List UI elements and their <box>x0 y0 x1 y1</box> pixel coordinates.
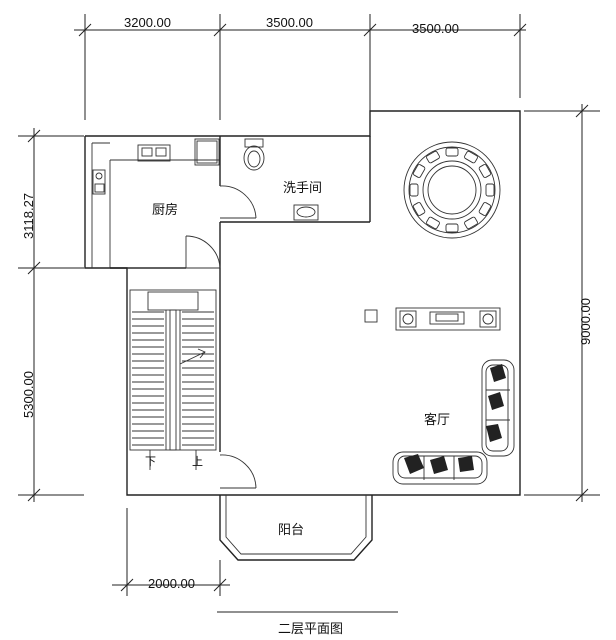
living-room-label: 客厅 <box>424 412 450 428</box>
stair-down-label: 下 <box>145 455 156 468</box>
dining-chair <box>464 150 478 164</box>
balcony-label: 阳台 <box>278 523 304 538</box>
kitchen-label: 厨房 <box>152 202 178 218</box>
dimension-bottom-1: 2000.00 <box>148 576 195 591</box>
round-dining-table <box>403 141 501 239</box>
dimension-left-2: 5300.00 <box>21 371 36 418</box>
left-dimension-lines <box>18 128 84 502</box>
washroom-label: 洗手间 <box>283 181 322 196</box>
dining-chair <box>409 183 419 197</box>
dining-chair <box>412 202 426 216</box>
dimension-top-3: 3500.00 <box>412 21 459 36</box>
dining-chair <box>445 223 459 233</box>
toilet-icon <box>243 138 265 171</box>
kitchen-fridge <box>194 138 220 166</box>
washbasin-icon <box>293 204 319 221</box>
dining-chair <box>485 183 495 197</box>
dimension-left-1: 3118.27 <box>21 193 36 239</box>
kitchen-sink <box>92 169 106 195</box>
right-dimension-lines <box>524 104 600 502</box>
doors <box>185 185 257 489</box>
staircase <box>129 289 217 470</box>
kitchen-stove <box>137 144 171 162</box>
walls <box>84 110 521 496</box>
bottom-dimension-lines <box>112 508 230 596</box>
column-square <box>364 309 378 323</box>
dining-chair <box>478 202 492 216</box>
dimension-right-1: 9000.00 <box>578 298 593 345</box>
top-dimension-lines <box>74 14 527 120</box>
dimension-top-1: 3200.00 <box>124 15 171 30</box>
stair-up-label: 上 <box>192 455 203 468</box>
balcony <box>219 495 373 561</box>
dining-chair <box>464 216 478 230</box>
tv-console <box>395 307 501 331</box>
dining-chair <box>426 216 440 230</box>
drawing-title: 二层平面图 <box>278 622 343 637</box>
sofa <box>392 359 515 485</box>
dining-chair <box>426 150 440 164</box>
dining-chair <box>478 164 492 178</box>
dining-chair <box>445 147 459 157</box>
dimension-top-2: 3500.00 <box>266 15 313 30</box>
dining-chair <box>412 164 426 178</box>
